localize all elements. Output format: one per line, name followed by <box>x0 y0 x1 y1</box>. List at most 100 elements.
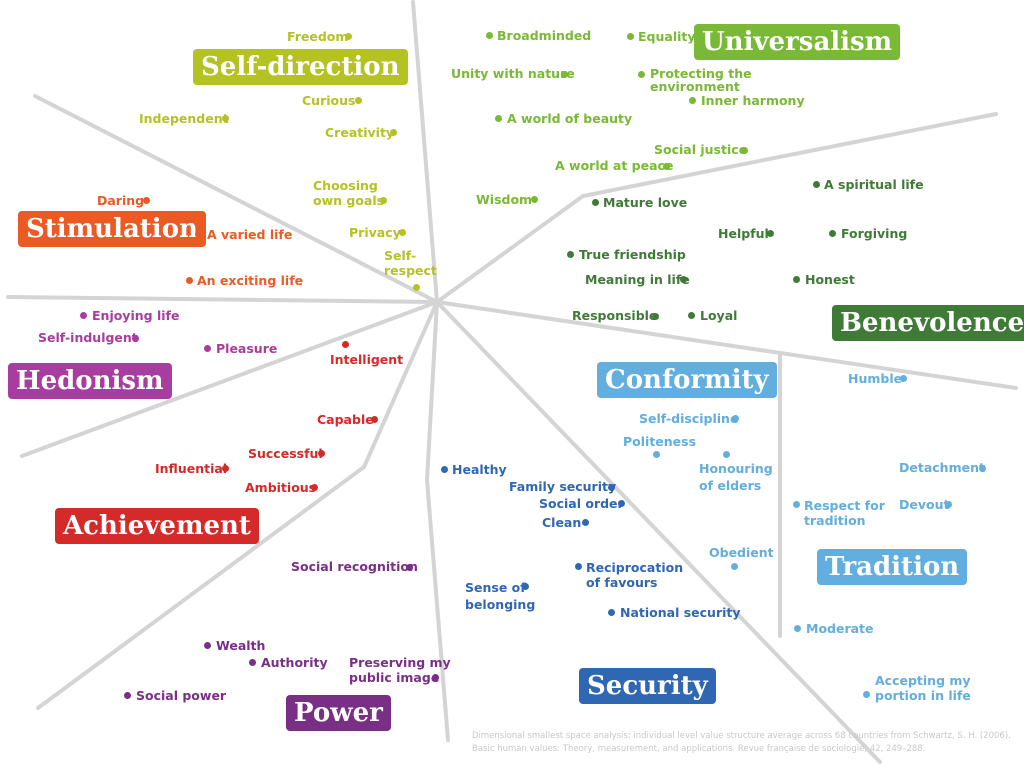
value-self-discipline: Self-discipline <box>639 411 739 426</box>
value-social-power: Social power <box>136 688 227 703</box>
dot-humble <box>900 375 907 382</box>
dot-successful <box>318 450 325 457</box>
dot-spiritual-life <box>813 181 820 188</box>
value-daring: Daring <box>97 193 145 208</box>
value-devout: Devout <box>899 497 950 512</box>
value-moderate: Moderate <box>806 621 874 636</box>
value-equality: Equality <box>638 29 696 44</box>
category-universalism: Universalism <box>694 24 901 60</box>
value-world-of-beauty: A world of beauty <box>507 111 633 126</box>
category-power: Power <box>286 695 391 731</box>
dot-healthy <box>441 466 448 473</box>
dot-politeness <box>653 451 660 458</box>
line-benevolence-conformity <box>435 300 1018 390</box>
value-forgiving: Forgiving <box>841 226 908 241</box>
value-broadminded: Broadminded <box>497 28 592 43</box>
value-authority: Authority <box>261 655 328 670</box>
value-accepting-portion: Accepting my portion in life <box>875 673 971 703</box>
dot-creativity <box>390 129 397 136</box>
dot-authority <box>249 659 256 666</box>
value-wisdom: Wisdom <box>476 192 533 207</box>
value-social-recognition: Social recognition <box>291 559 418 574</box>
value-pleasure: Pleasure <box>216 341 278 356</box>
dot-ambitious <box>311 484 318 491</box>
dot-respect-tradition <box>793 501 800 508</box>
value-mature-love: Mature love <box>603 195 688 210</box>
dot-freedom <box>345 33 352 40</box>
value-privacy: Privacy <box>349 225 401 240</box>
line-top <box>411 0 439 304</box>
line-lower-left <box>20 300 439 458</box>
dot-self-discipline <box>732 415 739 422</box>
dot-reciprocation <box>575 563 582 570</box>
value-choosing-own-goals: Choosing own goals <box>313 178 385 208</box>
dot-honest <box>793 276 800 283</box>
dot-capable <box>371 416 378 423</box>
dot-privacy <box>399 229 406 236</box>
value-obedient: Obedient <box>709 545 774 560</box>
dot-preserving-image <box>432 674 439 681</box>
source-caption: Dimensional smallest space analysis: ind… <box>472 731 1011 754</box>
value-detachment: Detachment <box>899 460 985 475</box>
value-social-order: Social order <box>539 496 624 511</box>
dot-true-friendship <box>567 251 574 258</box>
value-humble: Humble <box>848 371 903 386</box>
dot-daring <box>143 197 150 204</box>
dot-social-justice <box>741 147 748 154</box>
value-capable: Capable <box>317 412 374 427</box>
value-clean: Clean <box>542 515 582 530</box>
value-wealth: Wealth <box>216 638 266 653</box>
dot-wisdom <box>531 196 538 203</box>
value-spiritual-life: A spiritual life <box>824 177 924 192</box>
value-honouring-elders: Honouring of elders <box>699 461 773 493</box>
dot-meaning-in-life <box>680 276 687 283</box>
value-inner-harmony: Inner harmony <box>701 93 805 108</box>
dot-varied-life <box>195 231 202 238</box>
dot-moderate <box>794 625 801 632</box>
dot-national-security <box>608 609 615 616</box>
value-enjoying-life: Enjoying life <box>92 308 180 323</box>
dot-self-respect <box>413 284 420 291</box>
dot-influential <box>222 465 229 472</box>
category-hedonism: Hedonism <box>8 363 172 399</box>
dot-protecting-environment <box>638 71 645 78</box>
category-self-direction: Self-direction <box>193 49 408 85</box>
category-conformity: Conformity <box>597 362 777 398</box>
dot-helpful <box>767 230 774 237</box>
dot-world-at-peace <box>663 163 670 170</box>
value-preserving-image: Preserving my public image <box>349 655 451 685</box>
value-unity-with-nature: Unity with nature <box>451 66 575 81</box>
value-meaning-in-life: Meaning in life <box>585 272 690 287</box>
value-freedom: Freedom <box>287 29 349 44</box>
line-power-security <box>424 300 450 742</box>
value-responsible: Responsible <box>572 308 658 323</box>
dot-choosing-own-goals <box>380 197 387 204</box>
category-security: Security <box>579 668 716 704</box>
line-left <box>6 295 439 304</box>
value-self-indulgent: Self-indulgent <box>38 330 138 345</box>
dot-family-security <box>608 484 615 491</box>
dot-broadminded <box>486 32 493 39</box>
value-protecting-environment: Protecting the environment <box>650 66 752 94</box>
value-honest: Honest <box>805 272 855 287</box>
dot-intelligent <box>342 341 349 348</box>
dot-accepting-portion <box>863 691 870 698</box>
value-world-at-peace: A world at peace <box>555 158 674 173</box>
value-politeness: Politeness <box>623 434 697 449</box>
value-independent: Independent <box>139 111 229 126</box>
line-security-tradition <box>435 300 882 764</box>
value-helpful: Helpful <box>718 226 769 241</box>
dot-responsible <box>652 313 659 320</box>
value-sense-of-belonging: Sense of belonging <box>465 580 536 612</box>
dot-obedient <box>731 563 738 570</box>
line-achievement-power <box>36 300 439 710</box>
category-stimulation: Stimulation <box>18 211 206 247</box>
value-national-security: National security <box>620 605 741 620</box>
dot-world-of-beauty <box>495 115 502 122</box>
line-universalism-benevolence <box>435 112 998 304</box>
value-intelligent: Intelligent <box>330 352 404 367</box>
value-reciprocation: Reciprocation of favours <box>586 560 684 590</box>
value-family-security: Family security <box>509 479 617 494</box>
dot-devout <box>945 501 952 508</box>
